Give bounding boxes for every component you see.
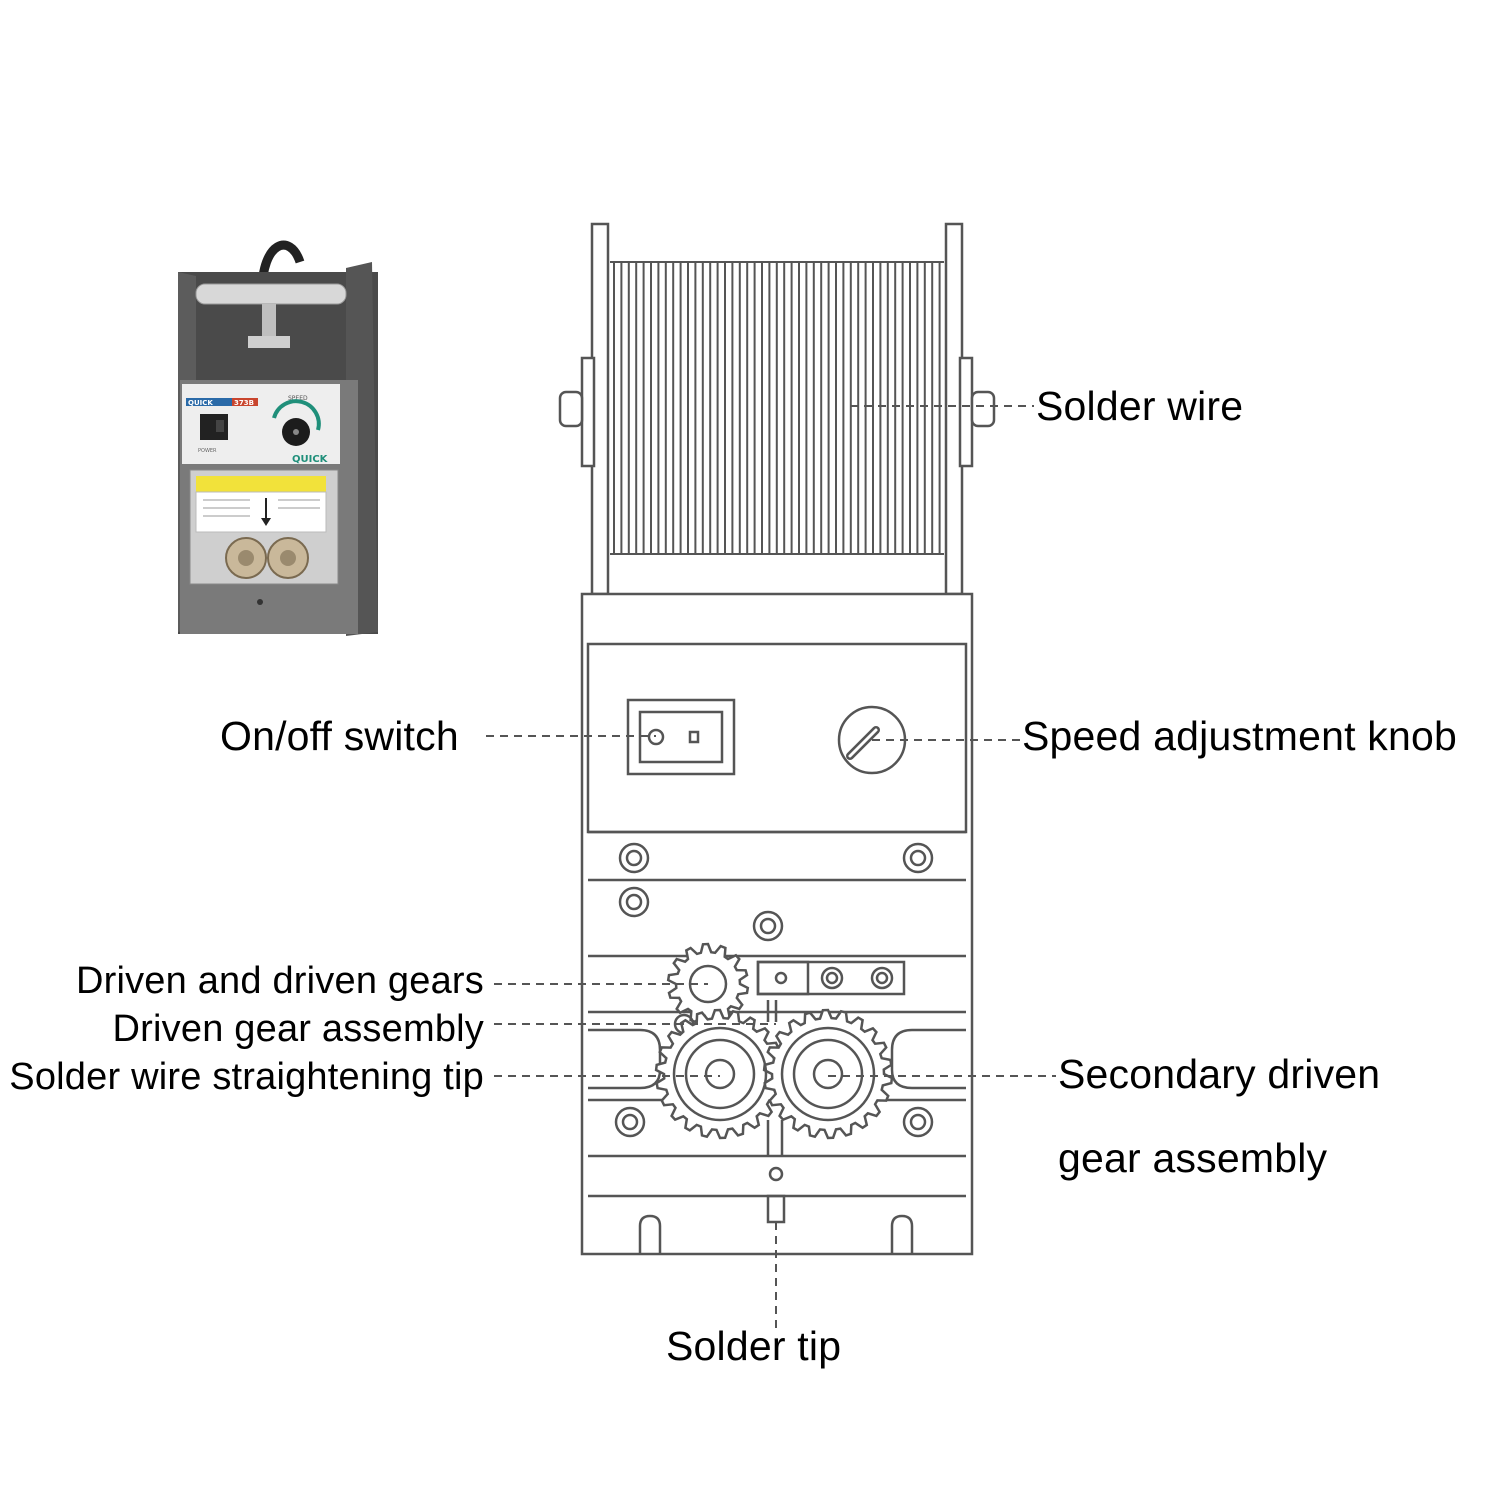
- label-straightening-tip: Solder wire straightening tip: [9, 1056, 484, 1098]
- screws: [614, 842, 934, 1182]
- leader-lines: [486, 405, 1056, 1328]
- axle-knob-right: [970, 390, 996, 428]
- photo-brand: QUICK: [188, 399, 213, 407]
- label-speed-knob: Speed adjustment knob: [1022, 713, 1458, 759]
- photo-switch-label: POWER: [198, 448, 217, 454]
- label-on-off-switch: On/off switch: [220, 713, 459, 759]
- control-panel: [586, 642, 968, 834]
- axle-knob-left: [558, 390, 584, 428]
- photo-knob-label: SPEED: [288, 395, 308, 402]
- photo-brand-badge: [186, 398, 232, 406]
- feeder-drawing: [558, 222, 996, 1256]
- product-photo: QUICK 373B SPEED POWER QUICK: [178, 240, 378, 636]
- photo-warning-label: [196, 476, 326, 492]
- solder-wire-windings: [610, 261, 944, 555]
- label-solder-wire: Solder wire: [1036, 383, 1244, 429]
- label-secondary-gear-line2: gear assembly: [1058, 1135, 1328, 1181]
- label-driven-gears: Driven and driven gears: [75, 960, 484, 1002]
- label-driven-gear-assembly: Driven gear assembly: [112, 1008, 484, 1050]
- label-solder-tip: Solder tip: [666, 1323, 842, 1369]
- label-secondary-gear-line1: Secondary driven: [1058, 1051, 1381, 1097]
- photo-logo: QUICK: [292, 454, 329, 465]
- photo-model: 373B: [234, 399, 254, 407]
